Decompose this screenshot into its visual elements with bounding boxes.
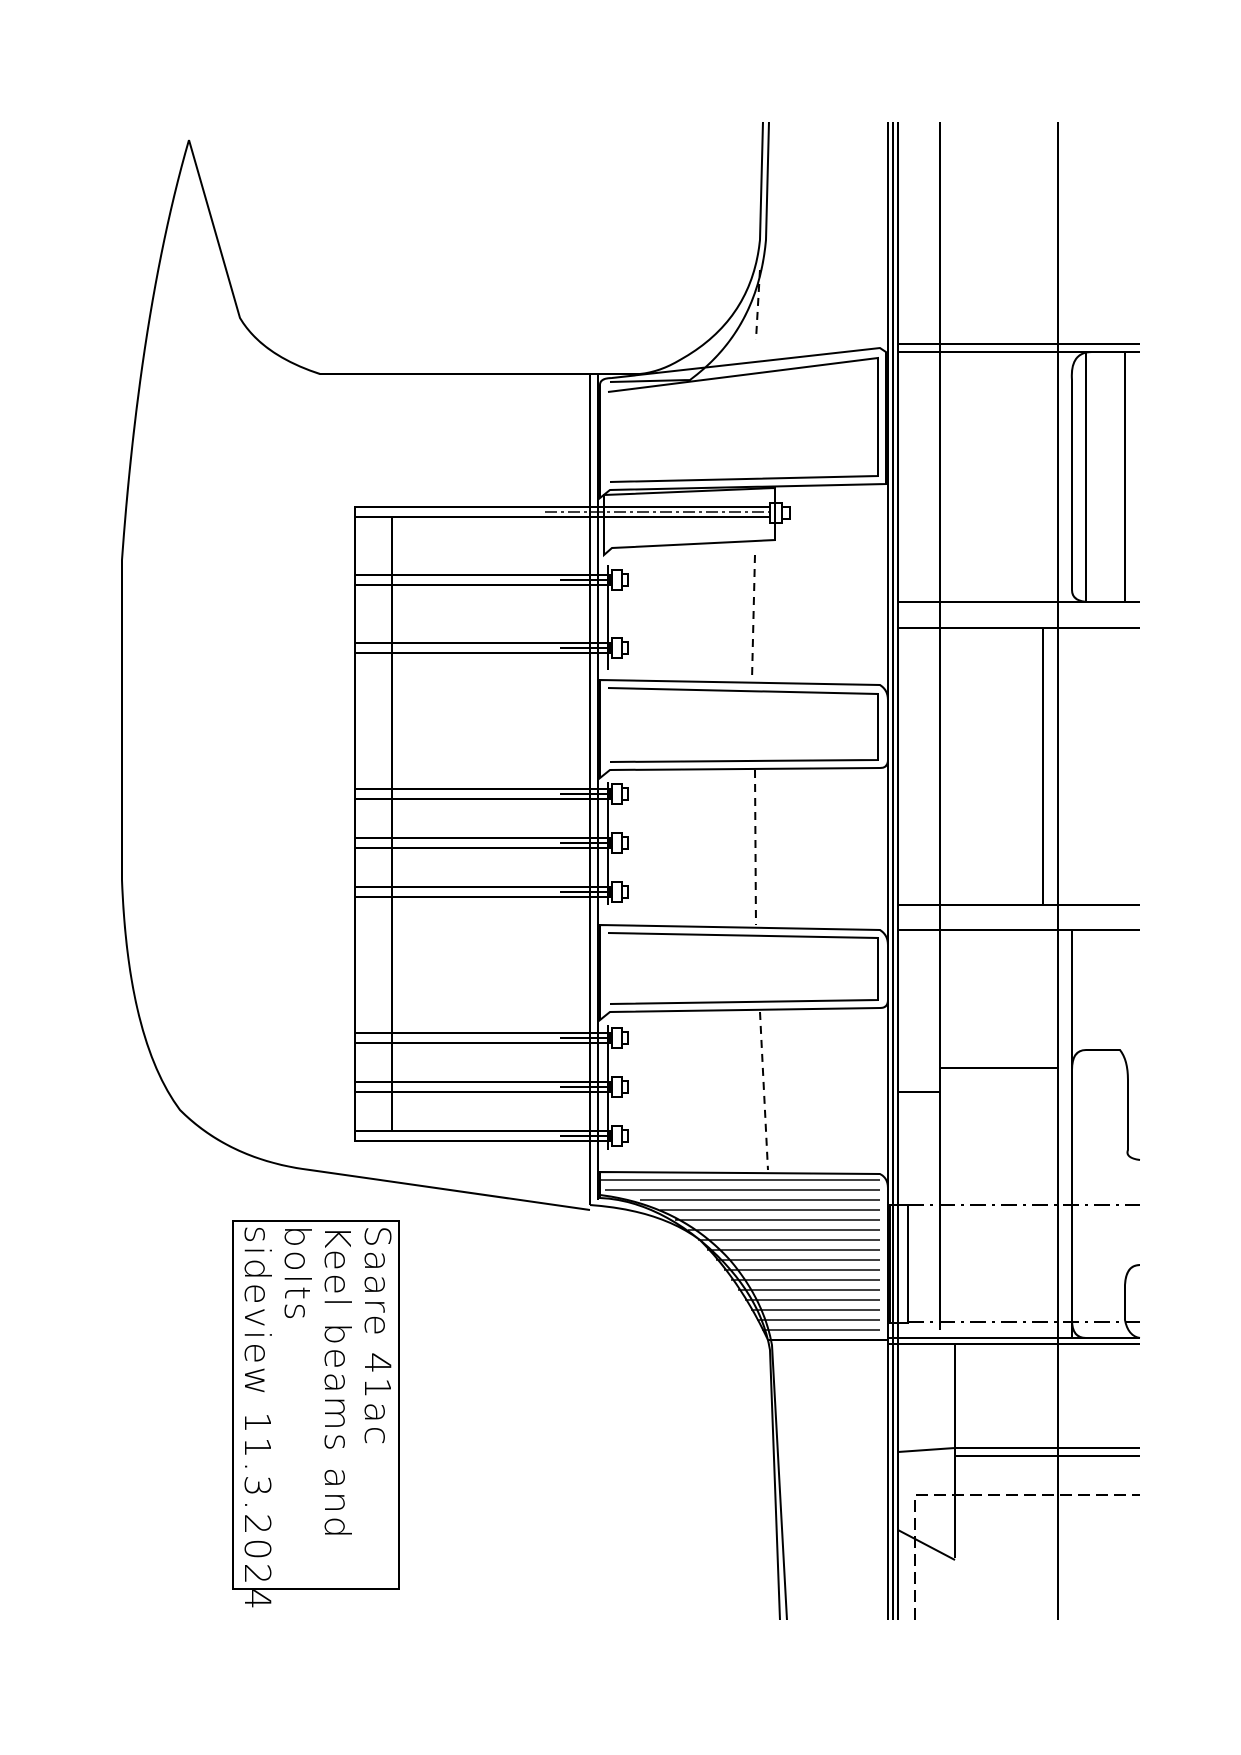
keel-beam-3 (599, 678, 889, 781)
keel-top-line (188, 139, 598, 375)
bolt-row (354, 502, 791, 1142)
title-line-3: bolts (276, 1225, 317, 1323)
keel-beam-2 (603, 486, 776, 558)
keel-outline (121, 139, 591, 1211)
dashed-line-a (751, 554, 756, 681)
keel-beam-1 (599, 346, 887, 501)
hull-lower-inner (599, 1194, 788, 1621)
tank-upper (1070, 351, 1093, 603)
keel-beam-3-inner (607, 687, 879, 763)
ballast-region (599, 1170, 889, 1341)
aft-dashed-box (914, 1494, 1140, 1620)
keel-beam-4-inner (607, 932, 879, 1005)
tank-lower (1071, 1049, 1141, 1339)
hull-lower-outer (589, 1204, 781, 1621)
title-line-4: sideview 11.3.2024 (236, 1225, 277, 1613)
bolt-top-washer (781, 506, 791, 520)
tank-lower-b (1124, 1264, 1141, 1339)
title-line-2: Keel beams and (316, 1225, 357, 1541)
ballast-hatching (600, 1179, 880, 1331)
dashed-line-b (754, 769, 757, 926)
title-block-text: Saare 41ac Keel beams and bolts sideview… (236, 1225, 397, 1613)
hull-upper-inner (609, 121, 770, 383)
bolt-nuts (560, 569, 629, 1147)
dashed-line-c (759, 1011, 769, 1171)
keel-beam-1-inner (607, 356, 879, 483)
mount-block (889, 1204, 909, 1324)
title-block: Saare 41ac Keel beams and bolts sideview… (232, 1220, 400, 1613)
aft-structure (897, 1344, 956, 1620)
dashed-hull-upper (755, 269, 761, 341)
keel-beam-4 (599, 923, 889, 1023)
title-line-1: Saare 41ac (356, 1225, 397, 1448)
hull-upper-outer (598, 121, 764, 375)
